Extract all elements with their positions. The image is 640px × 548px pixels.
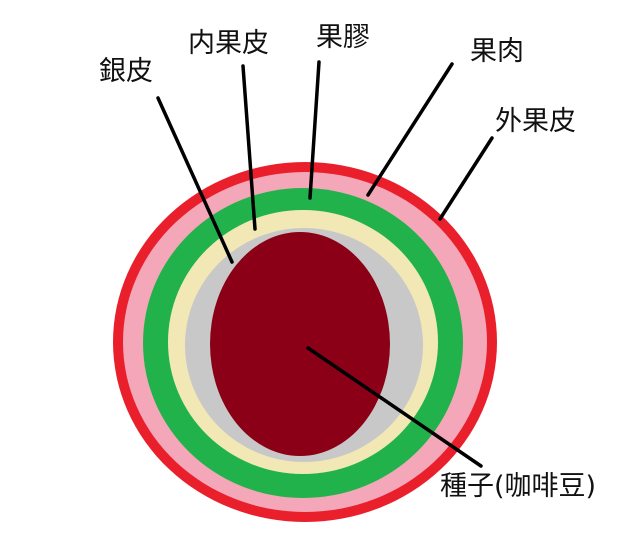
pulp-pointer [366,62,454,197]
pulp-label: 果肉 [470,36,524,67]
exocarp-label: 外果皮 [495,106,576,137]
mucilage-label: 果膠 [316,22,370,53]
seed-pointer [306,346,483,468]
mucilage-pointer [308,60,321,200]
seed-label: 種子(咖啡豆) [440,471,597,502]
silver-skin-pointer [156,96,234,264]
endocarp-label: 内果皮 [188,28,269,59]
exocarp-pointer [438,136,494,221]
endocarp-pointer [241,64,257,231]
silver-skin-label: 銀皮 [99,56,153,87]
seed-layer [210,232,390,456]
